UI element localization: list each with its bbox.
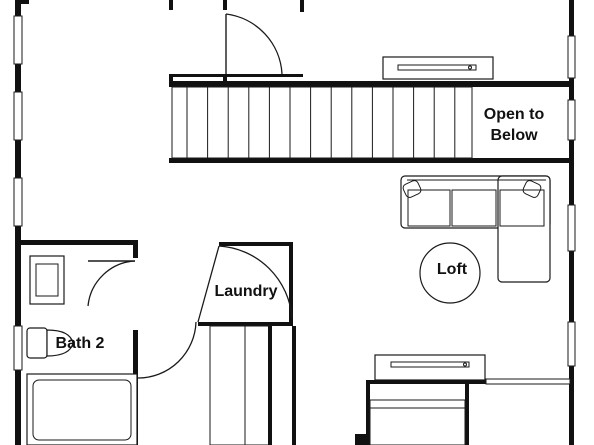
lower-closets bbox=[209, 325, 296, 445]
lower-right-walls bbox=[355, 378, 571, 445]
upper-counter bbox=[382, 56, 494, 80]
laundry-walls bbox=[197, 242, 293, 326]
right-windows bbox=[567, 35, 576, 367]
left-windows bbox=[13, 15, 23, 371]
sofa bbox=[400, 175, 551, 283]
label-bath-2: Bath 2 bbox=[56, 335, 105, 352]
bath-fixtures bbox=[26, 255, 138, 445]
upper-door bbox=[169, 0, 304, 86]
lower-counter bbox=[374, 354, 486, 381]
label-open-to-below-line1: Open to bbox=[484, 106, 545, 123]
staircase bbox=[169, 81, 572, 163]
round-table bbox=[419, 242, 481, 304]
label-open-to-below-line2: Below bbox=[490, 127, 538, 144]
label-loft: Loft bbox=[437, 261, 468, 278]
label-laundry: Laundry bbox=[214, 283, 277, 300]
